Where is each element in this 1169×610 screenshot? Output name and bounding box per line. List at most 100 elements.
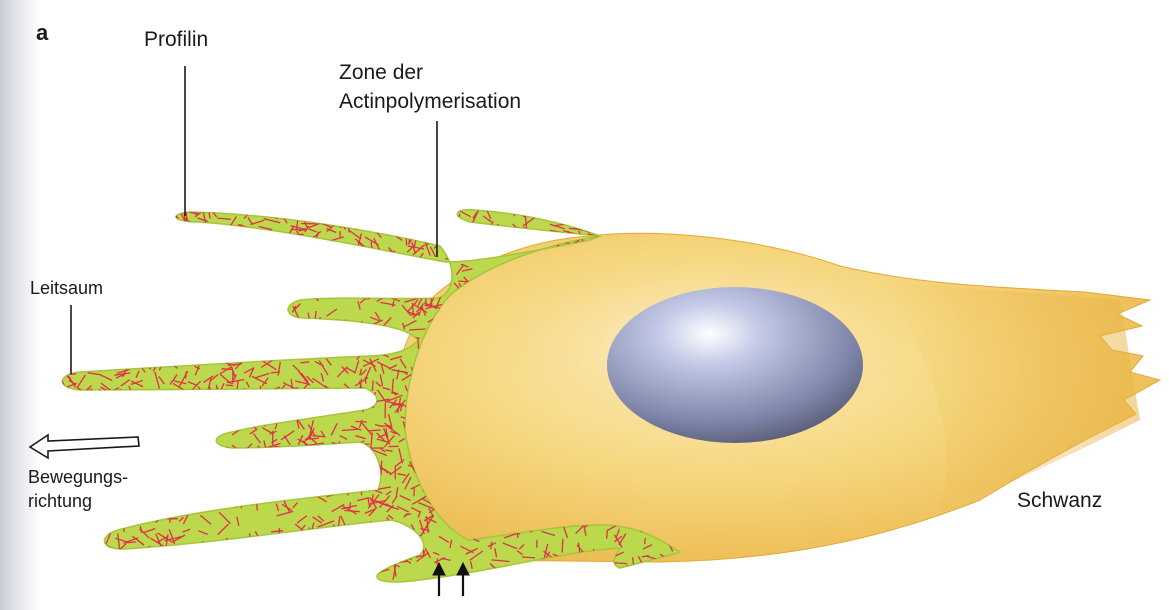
actin-filament xyxy=(488,234,494,236)
actin-filament xyxy=(351,221,357,224)
actin-filament xyxy=(313,532,317,538)
actin-filament xyxy=(170,505,171,522)
actin-filament xyxy=(201,224,209,225)
actin-filament xyxy=(301,213,308,219)
actin-filament xyxy=(669,574,675,586)
actin-filament xyxy=(549,233,559,236)
actin-filament xyxy=(362,279,369,282)
actin-filament xyxy=(212,419,223,422)
actin-filament xyxy=(229,549,236,564)
actin-filament xyxy=(178,397,187,398)
actin-filament xyxy=(448,243,454,248)
actin-filament xyxy=(301,239,304,250)
actin-filament xyxy=(463,241,464,258)
actin-filament xyxy=(373,522,388,531)
actin-filament xyxy=(171,390,176,404)
actin-filament xyxy=(287,256,294,260)
actin-filament xyxy=(292,392,297,403)
actin-filament xyxy=(380,550,390,558)
actin-filament xyxy=(169,245,172,253)
actin-filament xyxy=(359,209,363,216)
actin-filament xyxy=(635,567,639,578)
actin-filament xyxy=(521,243,528,245)
actin-filament xyxy=(356,205,364,206)
actin-filament xyxy=(280,205,281,214)
actin-filament xyxy=(358,541,363,557)
label-zone-actinpolymerisation: Zone der Actinpolymerisation xyxy=(339,58,521,116)
movement-direction-arrow xyxy=(30,435,139,458)
actin-filament xyxy=(338,255,349,259)
actin-filament xyxy=(235,483,243,490)
actin-filament xyxy=(406,235,407,245)
actin-filament xyxy=(394,210,402,225)
actin-filament xyxy=(410,293,420,298)
actin-filament xyxy=(359,201,370,209)
actin-filament xyxy=(248,421,250,428)
actin-filament xyxy=(375,209,389,215)
actin-filament xyxy=(298,251,312,262)
actin-filament xyxy=(408,535,421,543)
actin-filament xyxy=(188,361,195,364)
actin-filament xyxy=(351,554,358,565)
actin-filament xyxy=(360,534,370,542)
actin-filament xyxy=(305,536,314,544)
actin-filament xyxy=(413,277,417,282)
actin-filament xyxy=(203,200,215,212)
actin-filament xyxy=(398,260,410,261)
actin-filament xyxy=(348,215,358,229)
actin-filament xyxy=(423,549,424,556)
actin-filament xyxy=(259,205,274,208)
actin-filament xyxy=(343,389,351,398)
actin-filament xyxy=(393,285,404,286)
actin-filament xyxy=(420,276,433,284)
actin-filament xyxy=(246,359,255,361)
actin-filament xyxy=(430,285,437,293)
actin-filament xyxy=(615,581,623,596)
actin-filament xyxy=(466,577,481,579)
actin-filament xyxy=(551,585,553,593)
actin-filament xyxy=(322,241,329,245)
actin-filament xyxy=(158,359,171,365)
actin-filament xyxy=(350,502,351,509)
actin-filament xyxy=(212,393,218,394)
actin-filament xyxy=(106,551,123,552)
actin-filament xyxy=(234,243,239,253)
actin-filament xyxy=(100,549,105,554)
actin-filament xyxy=(476,238,489,249)
actin-filament xyxy=(242,546,251,549)
actin-filament xyxy=(569,201,570,211)
actin-filament xyxy=(212,480,226,491)
actin-filament xyxy=(325,242,332,256)
actin-filament xyxy=(377,585,391,591)
actin-filament xyxy=(202,542,208,552)
actin-filament xyxy=(520,239,523,245)
actin-filament xyxy=(328,484,344,487)
actin-filament xyxy=(633,557,634,564)
actin-filament xyxy=(293,538,295,554)
actin-filament xyxy=(204,236,210,239)
actin-filament xyxy=(392,544,394,557)
actin-filament xyxy=(397,210,402,213)
actin-filament xyxy=(219,423,226,427)
actin-filament xyxy=(369,430,381,431)
actin-filament xyxy=(446,240,455,242)
actin-filament xyxy=(490,582,497,583)
actin-filament xyxy=(366,265,380,268)
actin-filament xyxy=(331,542,337,543)
actin-filament xyxy=(355,269,366,273)
actin-filament xyxy=(176,490,186,505)
actin-filament xyxy=(257,474,259,487)
actin-filament xyxy=(200,223,202,231)
actin-filament xyxy=(155,552,159,569)
actin-filament xyxy=(425,229,431,242)
actin-filament xyxy=(181,503,188,512)
actin-filament xyxy=(374,219,386,220)
actin-filament xyxy=(314,448,323,450)
actin-filament xyxy=(219,245,221,254)
actin-filament xyxy=(372,280,387,281)
actin-filament xyxy=(174,225,183,236)
actin-filament xyxy=(509,205,525,210)
actin-filament xyxy=(234,243,245,253)
actin-filament xyxy=(309,211,313,223)
actin-filament xyxy=(323,394,329,396)
